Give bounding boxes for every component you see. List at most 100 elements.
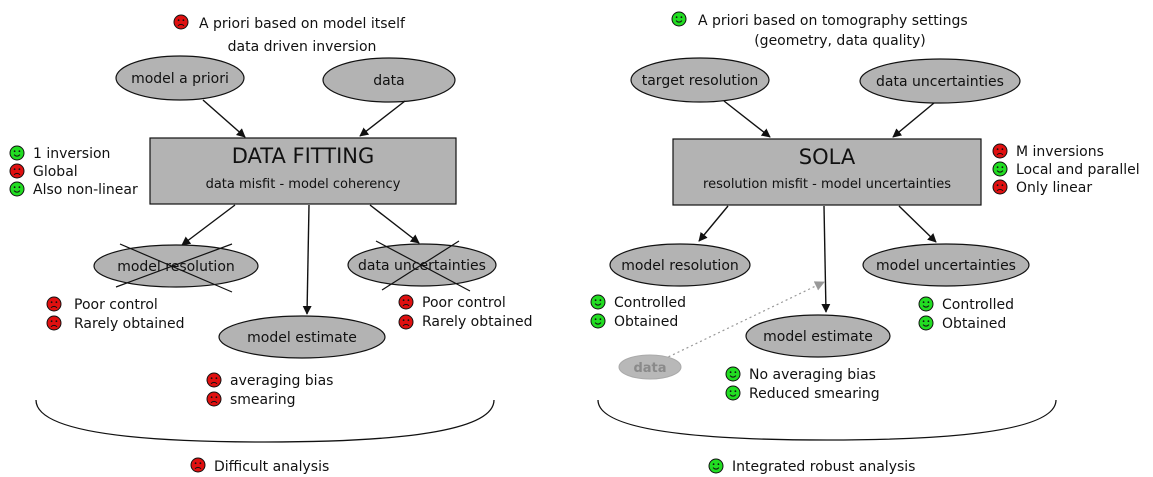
right-estimate-note-1-face-icon bbox=[725, 366, 741, 382]
right-prop-1-face-icon bbox=[992, 143, 1008, 159]
left-arrow-box-to-resolution bbox=[181, 204, 236, 246]
face-eye bbox=[996, 184, 999, 187]
left-header-line1: A priori based on model itself bbox=[199, 16, 406, 32]
left-estimate-note-2-face-icon bbox=[206, 391, 222, 407]
right-output-uncertainties-label: model uncertainties bbox=[876, 258, 1016, 274]
left-prop-3-label: Also non-linear bbox=[33, 182, 138, 198]
face-mouth bbox=[13, 172, 21, 176]
right-box-title: SOLA bbox=[799, 145, 856, 169]
left-output-estimate-label: model estimate bbox=[247, 330, 357, 346]
face-mouth bbox=[177, 23, 185, 27]
right-arrow-box-to-estimate bbox=[821, 205, 831, 313]
face-mouth bbox=[922, 324, 930, 327]
right-data-bubble bbox=[618, 354, 682, 380]
left-uncertainties-cross-line bbox=[375, 240, 471, 292]
face-circle bbox=[992, 161, 1008, 177]
right-resolution-notes: Controlled Obtained bbox=[590, 294, 686, 330]
left-resolution-note-2: Rarely obtained bbox=[74, 316, 184, 332]
left-estimate-note-1: averaging bias bbox=[230, 373, 333, 389]
face-eye bbox=[1001, 184, 1004, 187]
face-circle bbox=[206, 372, 222, 388]
right-resolution-note-1: Controlled bbox=[614, 295, 686, 311]
left-header-face-icon bbox=[173, 14, 189, 30]
right-header-face-icon bbox=[671, 11, 687, 27]
face-eye bbox=[729, 390, 732, 393]
right-estimate-note-2: Reduced smearing bbox=[749, 386, 880, 402]
face-eye bbox=[996, 166, 999, 169]
face-mouth bbox=[50, 305, 58, 309]
left-resolution-note-1-face-icon bbox=[46, 296, 62, 312]
face-eye bbox=[712, 463, 715, 466]
face-mouth bbox=[675, 20, 683, 23]
right-arrow-uncert-to-box bbox=[892, 102, 935, 138]
face-eye bbox=[599, 299, 602, 302]
left-prop-2-face-icon bbox=[9, 163, 25, 179]
left-prop-1-face-icon bbox=[9, 145, 25, 161]
left-conclusion-face-icon bbox=[190, 457, 206, 473]
face-eye bbox=[594, 318, 597, 321]
face-circle bbox=[725, 385, 741, 401]
left-conclusion-label: Difficult analysis bbox=[214, 459, 329, 475]
face-circle bbox=[46, 315, 62, 331]
face-circle bbox=[9, 181, 25, 197]
face-circle bbox=[9, 163, 25, 179]
face-eye bbox=[18, 168, 21, 171]
left-header-line2: data driven inversion bbox=[228, 39, 377, 55]
right-prop-1-label: M inversions bbox=[1016, 144, 1104, 160]
face-circle bbox=[190, 457, 206, 473]
left-input-data-label: data bbox=[373, 73, 405, 89]
face-eye bbox=[210, 377, 213, 380]
left-resolution-cross-line bbox=[115, 243, 233, 288]
left-prop-1-label: 1 inversion bbox=[33, 146, 110, 162]
face-mouth bbox=[996, 152, 1004, 156]
face-eye bbox=[402, 319, 405, 322]
left-resolution-notes: Poor control Rarely obtained bbox=[46, 296, 184, 332]
face-eye bbox=[734, 371, 737, 374]
right-prop-3-label: Only linear bbox=[1016, 180, 1092, 196]
right-arrow-target-to-box bbox=[723, 100, 771, 138]
face-eye bbox=[182, 19, 185, 22]
left-data-fitting-box bbox=[149, 137, 457, 205]
right-conclusion-face-icon bbox=[708, 458, 724, 474]
right-uncertainty-note-2-face-icon bbox=[918, 315, 934, 331]
right-sola-box bbox=[672, 138, 982, 206]
left-panel: A priori based on model itself data driv… bbox=[9, 14, 532, 475]
face-eye bbox=[599, 318, 602, 321]
face-eye bbox=[675, 16, 678, 19]
face-circle bbox=[671, 11, 687, 27]
left-uncertainty-note-2-face-icon bbox=[398, 314, 414, 330]
right-arrow-box-to-uncertainties bbox=[898, 205, 937, 243]
face-eye bbox=[210, 396, 213, 399]
right-side-props: M inversions Local and parallel Only lin… bbox=[992, 143, 1140, 196]
right-arrow-box-to-resolution bbox=[698, 205, 729, 242]
left-output-estimate-node bbox=[218, 315, 386, 359]
face-eye bbox=[734, 390, 737, 393]
left-resolution-cross-line bbox=[119, 243, 233, 293]
face-eye bbox=[922, 320, 925, 323]
face-eye bbox=[194, 462, 197, 465]
face-eye bbox=[407, 319, 410, 322]
face-circle bbox=[918, 315, 934, 331]
left-arrow-box-to-estimate bbox=[302, 204, 312, 315]
face-mouth bbox=[210, 381, 218, 385]
right-estimate-note-2-face-icon bbox=[725, 385, 741, 401]
face-mouth bbox=[996, 188, 1004, 192]
left-output-resolution-label: model resolution bbox=[117, 259, 235, 275]
left-uncertainties-cross-line bbox=[381, 240, 460, 291]
face-eye bbox=[50, 301, 53, 304]
right-uncertainty-notes: Controlled Obtained bbox=[918, 296, 1014, 332]
left-input-model-a-priori-label: model a priori bbox=[131, 71, 229, 87]
face-eye bbox=[407, 299, 410, 302]
face-circle bbox=[46, 296, 62, 312]
face-eye bbox=[402, 299, 405, 302]
face-mouth bbox=[402, 303, 410, 307]
face-circle bbox=[173, 14, 189, 30]
face-mouth bbox=[729, 394, 737, 397]
right-uncertainty-note-2: Obtained bbox=[942, 316, 1006, 332]
face-eye bbox=[922, 301, 925, 304]
right-input-target-resolution-node bbox=[630, 57, 770, 103]
face-mouth bbox=[996, 170, 1004, 173]
face-eye bbox=[55, 301, 58, 304]
left-estimate-note-2: smearing bbox=[230, 392, 296, 408]
face-mouth bbox=[210, 400, 218, 404]
